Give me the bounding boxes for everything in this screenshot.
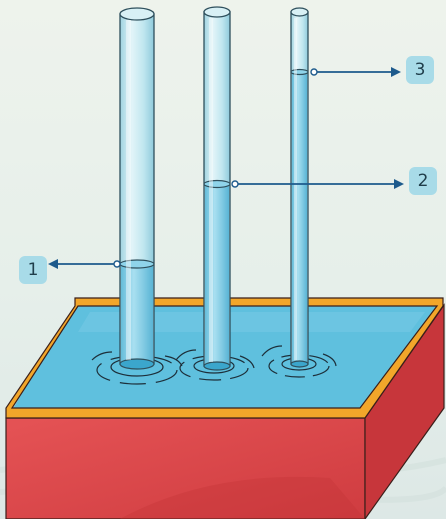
label-tube-1: 1 (19, 256, 47, 284)
tube-2-liquid (205, 184, 229, 366)
capillary-tube-2 (203, 6, 231, 371)
capillary-tube-1 (119, 7, 155, 370)
tube-1-meniscus (119, 259, 155, 269)
arrow-origin-dots (113, 68, 318, 268)
tube-3-meniscus (290, 68, 309, 76)
tray-rim (5, 297, 444, 419)
label-tube-2: 2 (409, 167, 437, 195)
tube-2-meniscus (203, 179, 231, 189)
pointer-arrows (48, 67, 404, 269)
tube-3-liquid (292, 72, 307, 364)
capillary-tube-3 (290, 7, 309, 368)
tray (5, 297, 445, 519)
water-ripples (91, 345, 337, 385)
label-tube-3: 3 (406, 56, 434, 84)
tube-1-liquid (121, 264, 153, 364)
water-surface-highlight (78, 312, 425, 332)
tray-side-shade (120, 476, 365, 519)
